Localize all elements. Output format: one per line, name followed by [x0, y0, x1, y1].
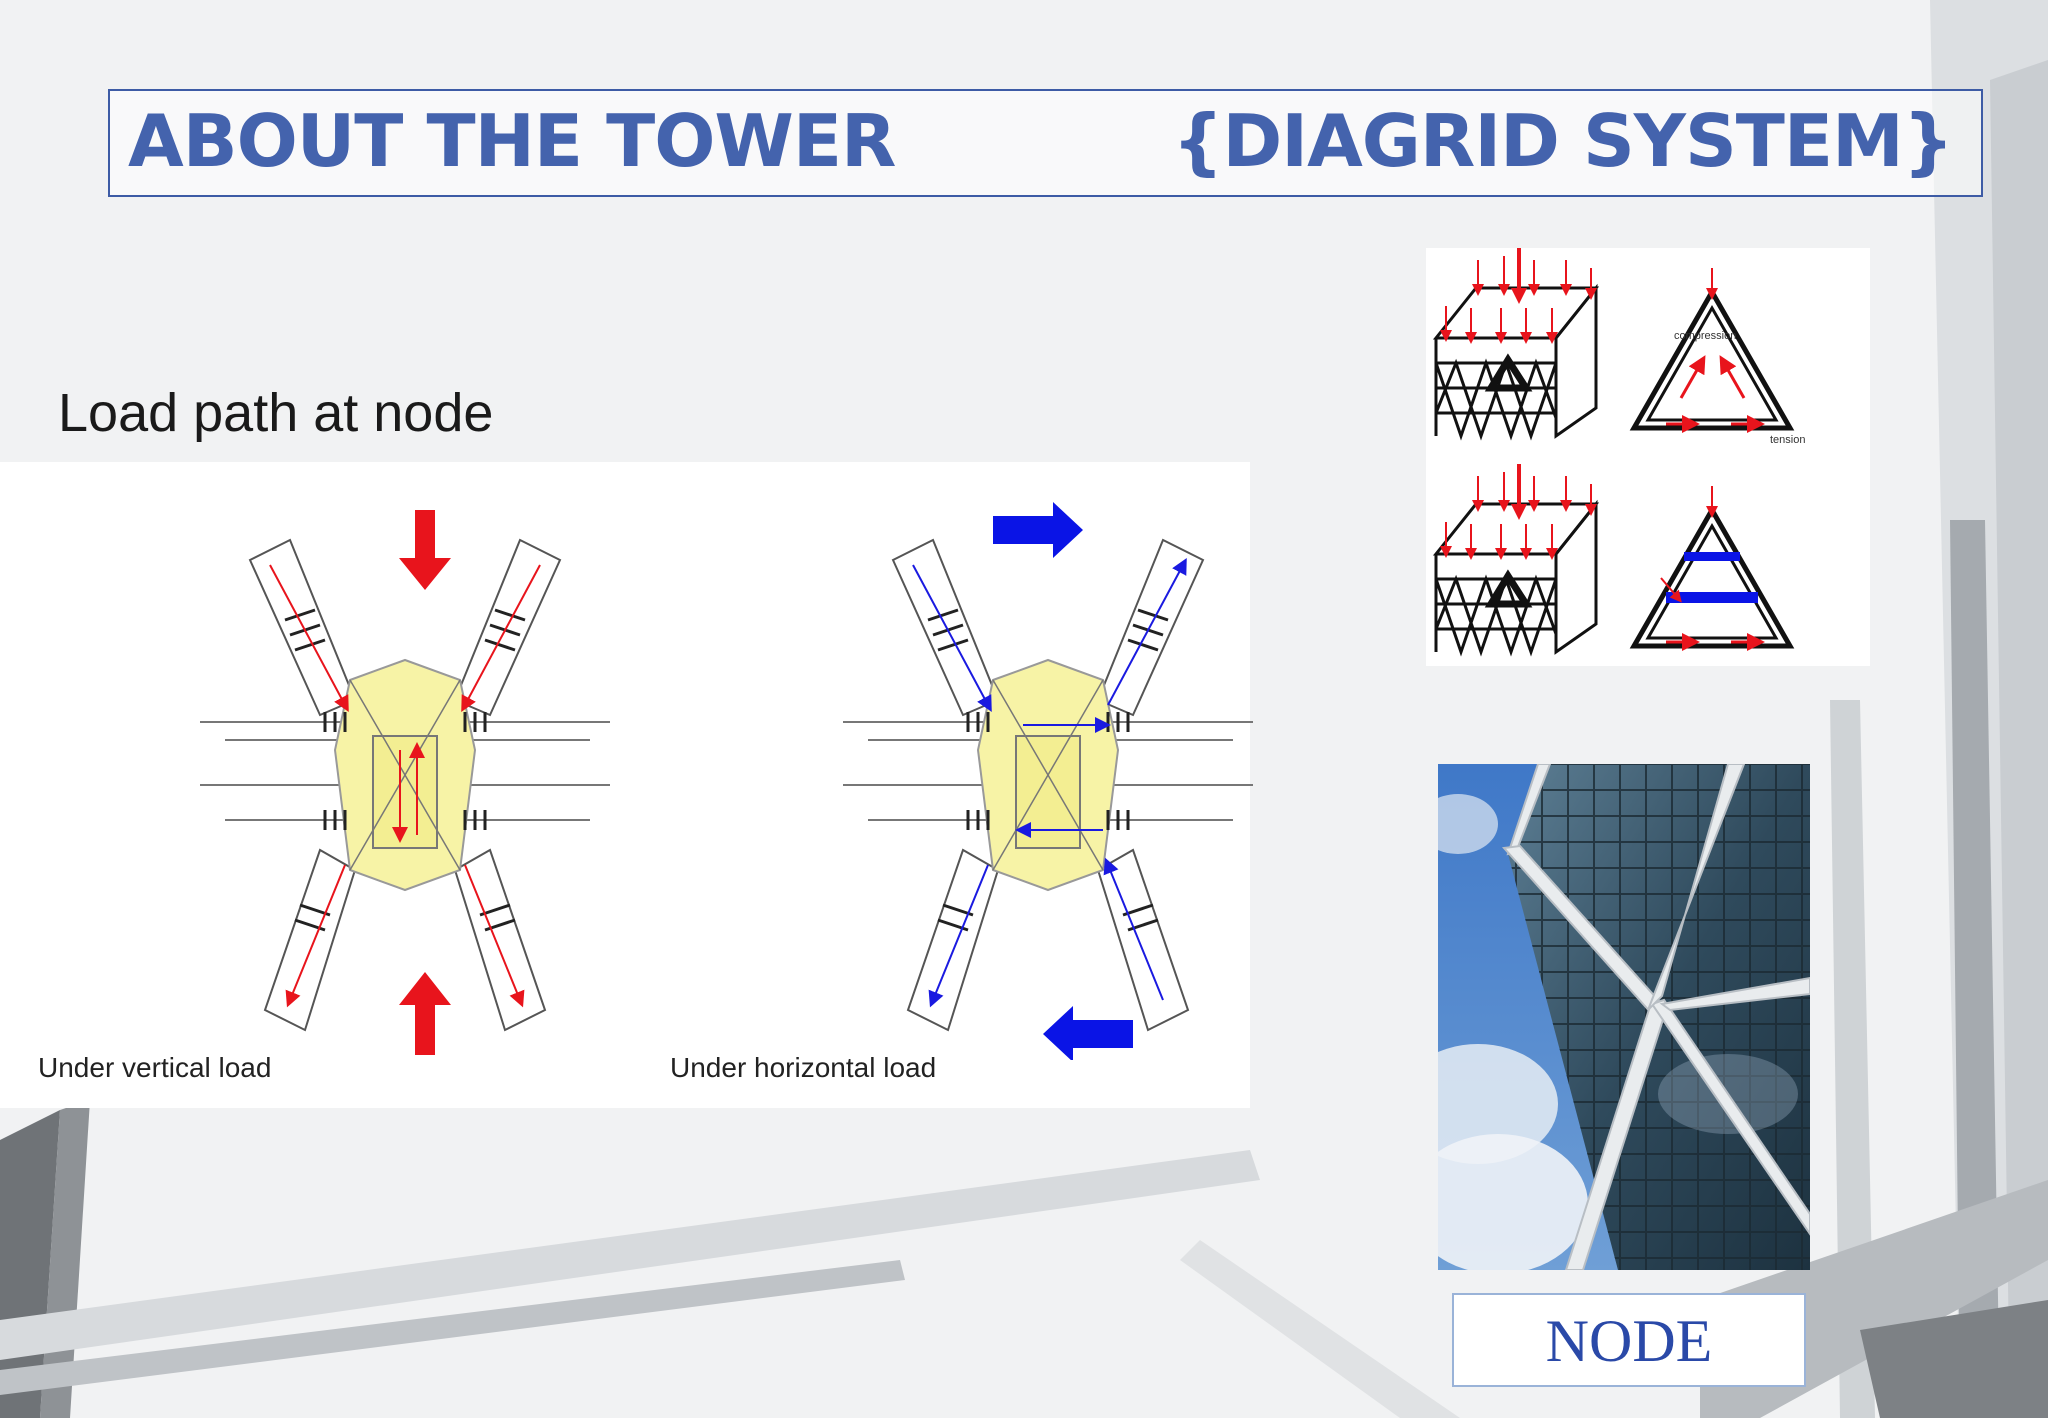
header-title-right: {DIAGRID SYSTEM}: [1172, 99, 1954, 183]
node-caption-box: NODE: [1452, 1293, 1806, 1387]
load-arrow-right: [993, 502, 1083, 558]
load-arrow-up: [399, 972, 451, 1055]
diagrid-node-photo: [1438, 764, 1810, 1270]
node-vertical-load-diagram: [200, 510, 610, 1055]
diagrid-building-top: [1432, 283, 1600, 441]
load-path-title: Load path at node: [58, 383, 494, 443]
triangle-braced: [1629, 486, 1795, 651]
load-arrow-left: [1043, 1006, 1133, 1060]
load-arrow-down: [399, 510, 451, 590]
triangle-compression-tension: [1629, 268, 1795, 433]
header-box: ABOUT THE TOWER {DIAGRID SYSTEM}: [108, 89, 1983, 197]
caption-vertical-load: Under vertical load: [38, 1052, 272, 1083]
diagrid-triangle-diagrams: compression tension: [1426, 248, 1870, 666]
node-caption: NODE: [1545, 1308, 1713, 1374]
label-tension: tension: [1770, 434, 1806, 446]
node-horizontal-load-diagram: [843, 502, 1253, 1060]
header-title-left: ABOUT THE TOWER: [128, 99, 896, 183]
diagrid-building-bottom: [1432, 499, 1600, 657]
steel-diagrid-frame: [1501, 764, 1810, 1270]
label-compression: compression: [1674, 330, 1737, 342]
caption-horizontal-load: Under horizontal load: [670, 1052, 937, 1083]
